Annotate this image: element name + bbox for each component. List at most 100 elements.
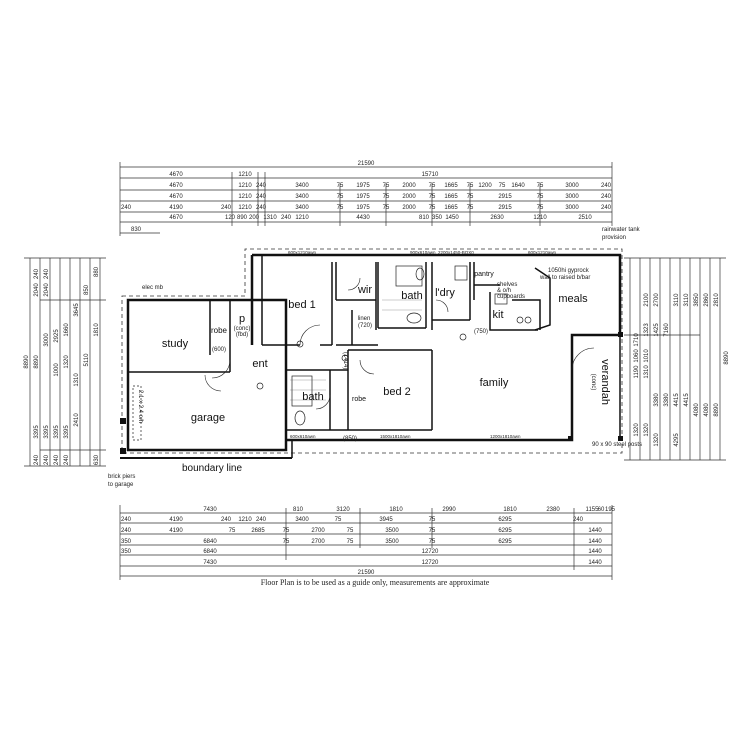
- dim-bottom: 2685: [251, 528, 265, 534]
- room-label-family: family: [480, 377, 509, 389]
- dim-top: 1975: [356, 205, 370, 211]
- room-label-wir: wir: [357, 284, 372, 296]
- dim-top: 4670: [169, 215, 183, 221]
- dim-top: 240: [221, 205, 232, 211]
- dim-left: 3645: [74, 303, 80, 317]
- dim-left: 1660: [64, 323, 70, 337]
- dim-bottom: 4190: [169, 517, 183, 523]
- dim-top: 75: [499, 183, 506, 189]
- dim-right: 1010: [644, 349, 650, 363]
- dim-top: 75: [537, 194, 544, 200]
- left-dimension-lines: [24, 257, 106, 467]
- dim-bottom: 75: [347, 539, 354, 545]
- note-w1414: (1414): [342, 352, 348, 369]
- dim-left-overall: 8890: [24, 355, 30, 369]
- room-label-meals: meals: [558, 293, 588, 305]
- dim-top: 75: [383, 194, 390, 200]
- dim-top: 75: [467, 205, 474, 211]
- fixtures: [132, 265, 532, 441]
- dim-bottom: 7430: [203, 560, 217, 566]
- note-cupboards-2: & o/h: [497, 288, 511, 294]
- room-label-garage: garage: [191, 412, 225, 424]
- right-dimension-labels: 8890 2810 2860 3850 1710 1060 1010 1190 …: [634, 293, 730, 447]
- dim-bottom: 810: [293, 507, 304, 513]
- dim-bottom: 350: [121, 539, 132, 545]
- dim-left: 8890: [34, 355, 40, 369]
- room-label-kit: kit: [493, 309, 504, 321]
- room-labels: bed 1 wir bath l'dry pantry kit meals st…: [162, 271, 611, 424]
- interior-walls: [128, 255, 621, 440]
- dim-top: 1665: [444, 183, 458, 189]
- dim-bottom: 240: [221, 517, 232, 523]
- dim-bottom: 1440: [588, 528, 602, 534]
- dim-top: 75: [383, 205, 390, 211]
- note-steel-posts: 90 x 90 steel posts: [592, 442, 642, 448]
- dim-bottom: 12720: [422, 560, 439, 566]
- dim-right: 1320: [654, 433, 660, 447]
- dim-bottom: 1810: [503, 507, 517, 513]
- note-w850: (850): [343, 436, 357, 442]
- dim-right: 3110: [674, 293, 680, 307]
- dim-top: 2510: [578, 215, 592, 221]
- dim-top: 75: [537, 205, 544, 211]
- boundary-line: [120, 418, 293, 459]
- dim-top: 3400: [295, 205, 309, 211]
- dim-left: 850: [84, 284, 90, 295]
- room-label-pantry: pantry: [474, 271, 494, 278]
- dim-bottom: 7430: [203, 507, 217, 513]
- dim-bottom: 1440: [588, 549, 602, 555]
- dim-right: 7160: [664, 323, 670, 337]
- dim-top: 75: [337, 205, 344, 211]
- dim-top: 240: [281, 215, 292, 221]
- dim-top: 810: [419, 215, 430, 221]
- room-label-ent: ent: [252, 358, 267, 370]
- dim-top: 3000: [565, 205, 579, 211]
- dim-top-overall: 21590: [358, 161, 375, 167]
- dim-right: 1190: [634, 365, 640, 379]
- dim-bottom: 6840: [203, 539, 217, 545]
- dim-bottom: 6840: [203, 549, 217, 555]
- note-brick-piers-2: to garage: [108, 482, 134, 488]
- dim-left: 2040: [44, 283, 50, 297]
- room-label-verandah: verandah: [599, 359, 611, 405]
- dim-top: 3000: [565, 183, 579, 189]
- dim-left: 3395: [34, 425, 40, 439]
- dim-bottom: 75: [283, 539, 290, 545]
- right-dimension-lines: [624, 257, 726, 461]
- plan-disclaimer: Floor Plan is to be used as a guide only…: [260, 578, 490, 587]
- dim-top: 3400: [295, 183, 309, 189]
- note-cupboards-3: cupboards: [497, 294, 525, 300]
- dim-top: 75: [537, 183, 544, 189]
- dim-top: 240: [601, 205, 612, 211]
- dim-top: 75: [467, 183, 474, 189]
- dim-bottom: 3400: [295, 517, 309, 523]
- dim-bottom-overall: 21590: [358, 570, 375, 576]
- dim-right: 3380: [654, 393, 660, 407]
- note-win-bed1: 600x1210awn: [288, 250, 317, 255]
- room-label-linen: linen: [358, 316, 371, 322]
- dim-top: 75: [337, 194, 344, 200]
- bottom-dimension-lines: [119, 505, 613, 580]
- dim-left: 2040: [34, 283, 40, 297]
- dim-top: 3400: [295, 194, 309, 200]
- note-garage-door: 2.1 x 2.4 o/h: [137, 390, 143, 423]
- dim-top: 4190: [169, 205, 183, 211]
- dim-right: 2100: [644, 293, 650, 307]
- dim-top: 2000: [402, 205, 416, 211]
- dim-bottom: 240: [121, 517, 132, 523]
- note-win-bed2: 1500x1810awn: [380, 434, 411, 439]
- dim-top: 1310: [263, 215, 277, 221]
- dim-bottom: 6295: [498, 517, 512, 523]
- dim-top: 2000: [402, 183, 416, 189]
- dim-left: 240: [44, 268, 50, 279]
- door-swings: [204, 277, 595, 410]
- dim-bottom: 12720: [422, 549, 439, 555]
- dim-top: 1640: [511, 183, 525, 189]
- dim-right: 8890: [714, 403, 720, 417]
- dim-top: 75: [429, 194, 436, 200]
- dim-top: 75: [429, 205, 436, 211]
- dim-right: 4080: [694, 403, 700, 417]
- room-label-bath2: bath: [302, 391, 323, 403]
- dim-right: 3380: [664, 393, 670, 407]
- dim-left: 1810: [94, 323, 100, 337]
